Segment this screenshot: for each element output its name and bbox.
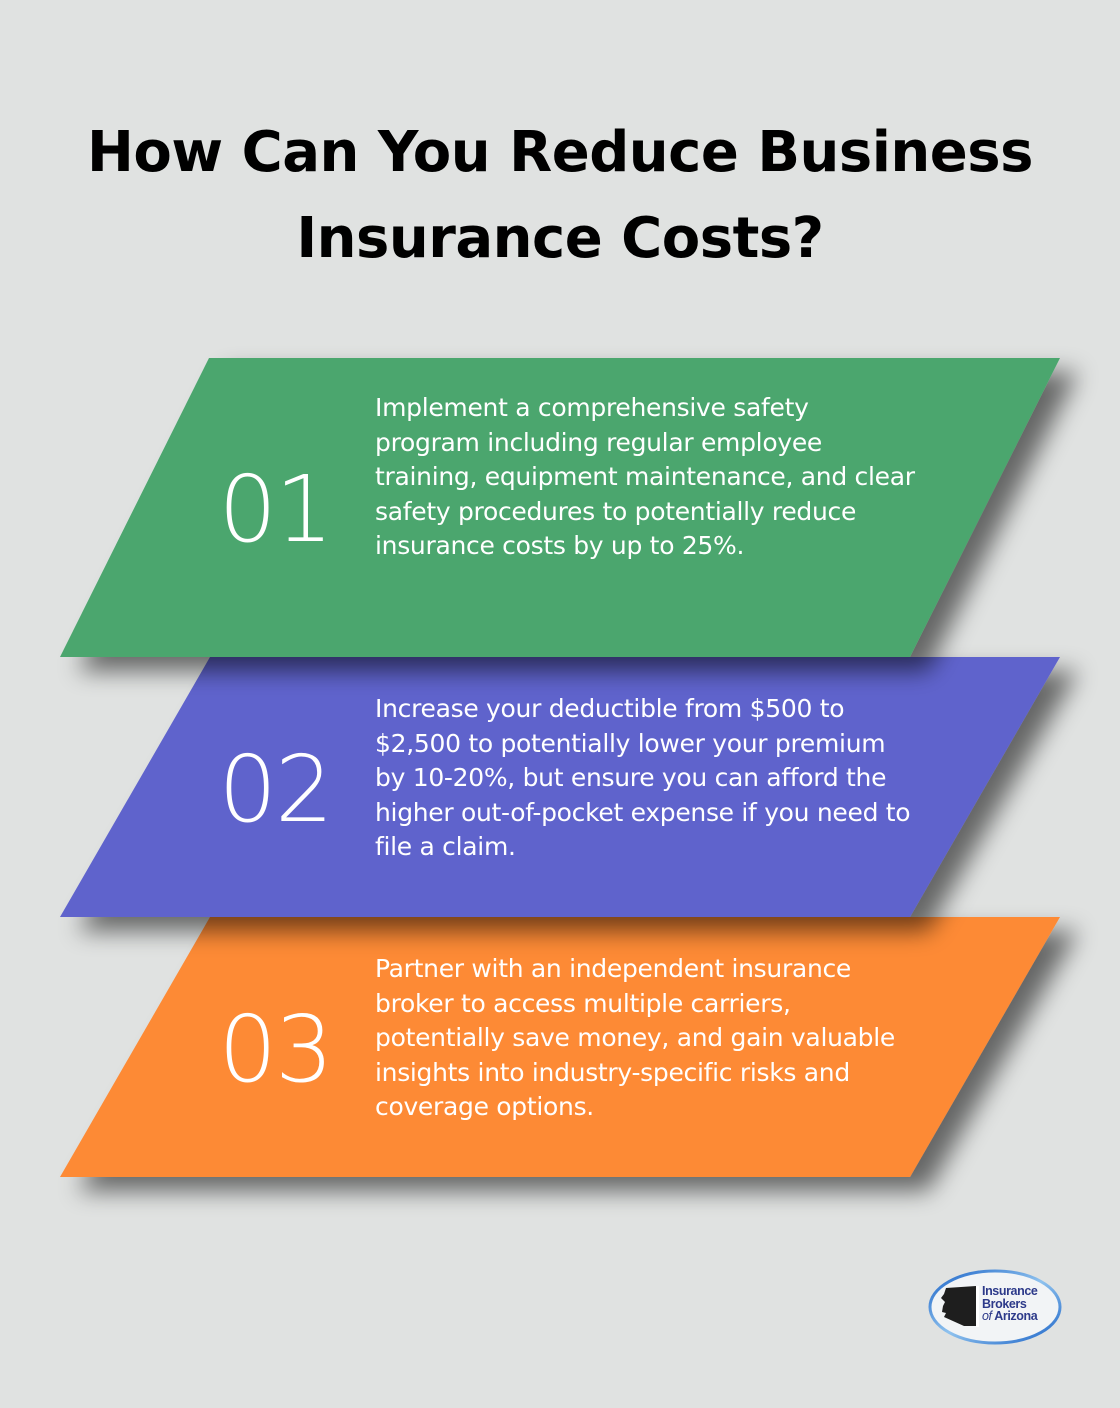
arizona-silhouette-icon <box>941 1286 977 1326</box>
logo-text: Insurance Brokers of Arizona <box>982 1284 1038 1323</box>
step-2-text: Increase your deductible from $500 to $2… <box>375 694 911 861</box>
logo-of: of <box>982 1309 992 1323</box>
step-2-parallelogram <box>60 657 1060 917</box>
logo-arizona: Arizona <box>994 1309 1038 1323</box>
step-3-parallelogram <box>60 917 1060 1177</box>
step-1-number: 01 <box>218 456 333 563</box>
title-line-1: How Can You Reduce Business <box>87 120 1033 185</box>
page-title: How Can You Reduce Business Insurance Co… <box>0 110 1120 282</box>
logo-line-arizona: of Arizona <box>982 1309 1038 1323</box>
logo-line-brokers: Brokers <box>982 1296 1027 1311</box>
step-3-number: 03 <box>218 996 333 1103</box>
company-logo: Insurance Brokers of Arizona <box>926 1268 1064 1348</box>
logo-ellipse-icon <box>928 1269 1062 1345</box>
step-1-parallelogram <box>60 358 1060 657</box>
step-2-number: 02 <box>218 736 333 843</box>
step-1-text: Implement a comprehensive safety program… <box>375 393 915 560</box>
logo-line-insurance: Insurance <box>982 1284 1038 1298</box>
step-3-text: Partner with an independent insurance br… <box>375 954 895 1121</box>
title-line-2: Insurance Costs? <box>296 206 824 271</box>
